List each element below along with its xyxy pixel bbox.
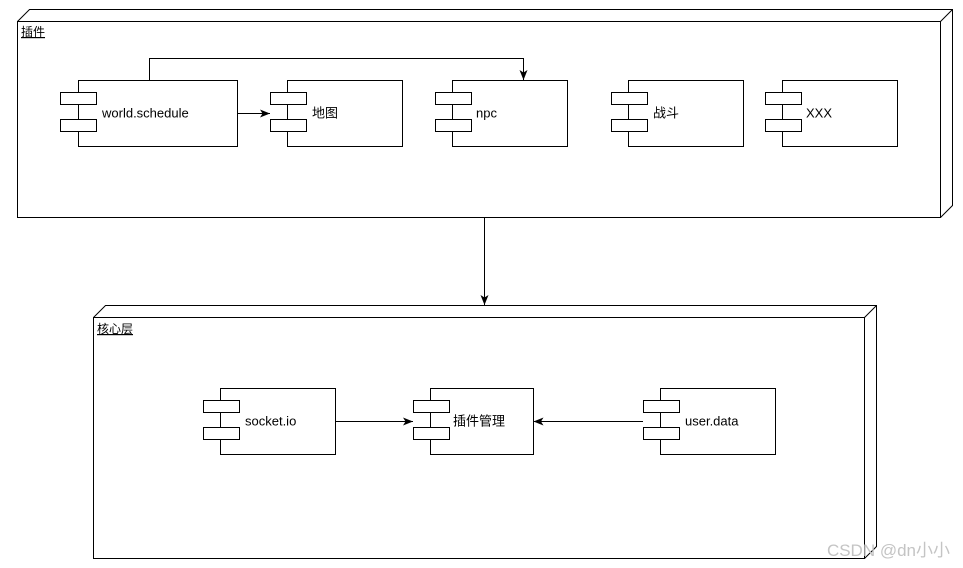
component-port — [611, 92, 648, 105]
component-port — [611, 119, 648, 132]
component-port — [435, 92, 472, 105]
component-port — [203, 427, 240, 440]
watermark: CSDN @dn小小 — [827, 541, 950, 560]
node-core-depth-edges — [93, 305, 877, 559]
component-port — [643, 400, 680, 413]
component-label: 战斗 — [653, 105, 679, 120]
component-map: 地图 — [270, 80, 403, 147]
component-label: 插件管理 — [453, 413, 505, 428]
component-body — [287, 80, 403, 147]
component-body — [628, 80, 744, 147]
component-port — [765, 119, 802, 132]
component-label: XXX — [806, 105, 832, 120]
component-body — [782, 80, 898, 147]
component-label: world.schedule — [101, 105, 189, 120]
component-port — [413, 400, 450, 413]
component-label: user.data — [685, 413, 739, 428]
node-plugin-depth-edges — [17, 9, 953, 218]
component-xxx: XXX — [765, 80, 898, 147]
component-port — [413, 427, 450, 440]
component-socket-io: socket.io — [203, 388, 336, 455]
component-label: npc — [476, 105, 497, 120]
component-plugin-manager: 插件管理 — [413, 388, 534, 455]
component-port — [765, 92, 802, 105]
component-npc: npc — [435, 80, 568, 147]
component-body — [220, 388, 336, 455]
component-port — [435, 119, 472, 132]
component-body — [430, 388, 534, 455]
component-label: 地图 — [312, 105, 338, 120]
component-user-data: user.data — [643, 388, 776, 455]
component-port — [270, 92, 307, 105]
node-plugin-label: 插件 — [21, 25, 45, 39]
component-body — [452, 80, 568, 147]
component-port — [270, 119, 307, 132]
component-world-schedule: world.schedule — [60, 80, 238, 147]
node-plugin: 插件 world.schedule 地图 npc 战斗 — [17, 9, 953, 218]
arrow-world-schedule-to-npc — [149, 58, 528, 80]
component-body — [660, 388, 776, 455]
component-label: socket.io — [245, 413, 296, 428]
node-core-label: 核心层 — [97, 322, 133, 336]
component-port — [203, 400, 240, 413]
node-core: 核心层 socket.io 插件管理 user.data — [93, 305, 877, 559]
component-body — [78, 80, 238, 147]
component-port — [60, 92, 97, 105]
component-battle: 战斗 — [611, 80, 744, 147]
component-port — [643, 427, 680, 440]
component-port — [60, 119, 97, 132]
